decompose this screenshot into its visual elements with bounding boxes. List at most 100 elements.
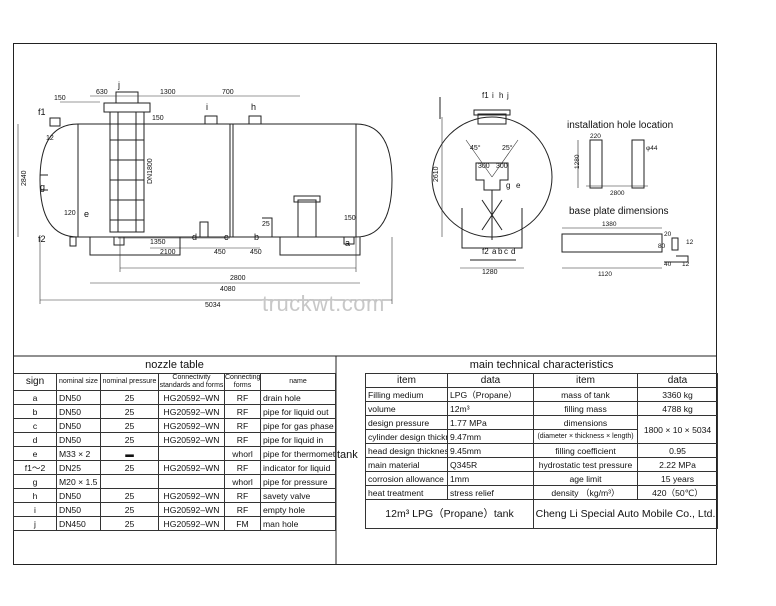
tank-side-label: tank <box>337 449 358 461</box>
dim-12: 12 <box>46 135 54 142</box>
dim-150-b: 150 <box>344 215 356 222</box>
small-25: 25 <box>262 221 270 228</box>
tech-cell: density （kg/m³） <box>533 485 638 500</box>
nozzle-header-sign: sign <box>13 373 57 391</box>
tech-cell: filling mass <box>533 401 638 416</box>
side-dim-2610: 2610 <box>433 166 440 182</box>
nozzle-cell: HG20592–WN <box>158 516 225 531</box>
nozzle-table-title: nozzle table <box>13 357 336 374</box>
nozzle-cell: HG20592–WN <box>158 460 225 475</box>
label-c: c <box>224 232 229 242</box>
dim-700: 700 <box>222 89 234 96</box>
nozzle-cell: HG20592–WN <box>158 404 225 419</box>
nozzle-cell: pipe for liquid in <box>259 432 337 447</box>
tech-cell: volume <box>365 401 448 416</box>
nozzle-cell: RF <box>224 460 261 475</box>
nozzle-cell: indicator for liquid <box>259 460 337 475</box>
nozzle-cell: whorl <box>224 446 261 461</box>
nozzle-cell: DN50 <box>56 432 101 447</box>
nozzle-cell <box>158 446 225 461</box>
label-f1: f1 <box>38 107 46 117</box>
inst-dim-phi44: φ44 <box>646 145 658 152</box>
tech-cell: hydrostatic test pressure <box>533 457 638 472</box>
nozzle-cell: M20 × 1.5 <box>56 474 101 489</box>
tank-front-view <box>39 91 393 256</box>
nozzle-cell: man hole <box>259 516 337 531</box>
nozzle-cell: pipe for thermometer <box>259 446 337 461</box>
nozzle-cell: pipe for gas phase <box>259 418 337 433</box>
nozzle-cell: ▬ <box>100 446 159 461</box>
front-view-dimensions <box>17 95 393 304</box>
nozzle-cell: 25 <box>100 390 159 405</box>
base-dim-1120: 1120 <box>598 271 612 278</box>
side-dim-25: 25° <box>502 144 513 152</box>
tech-cell: Q345R <box>447 457 534 472</box>
tech-header-item-1: item <box>365 373 448 388</box>
nozzle-cell: HG20592–WN <box>158 488 225 503</box>
tech-cell: (diameter × thickness × length) <box>533 429 638 444</box>
side-view-labels: 2610 300 300 45° 25° 1280 <box>433 144 513 276</box>
dim-1350: 1350 <box>150 239 166 246</box>
nozzle-cell: HG20592–WN <box>158 418 225 433</box>
dim-2800: 2800 <box>230 275 246 282</box>
tech-cell: head design thickness <box>365 443 448 458</box>
nozzle-header-pressure: nominal pressure <box>100 373 159 391</box>
front-view-labels: 630 1300 700 150 2840 DN1800 1350 2100 4… <box>21 89 356 309</box>
nozzle-cell: 25 <box>100 516 159 531</box>
tech-cell: heat treatment <box>365 485 448 500</box>
tech-cell: 420（50℃） <box>636 485 719 500</box>
tech-cell: age limit <box>533 471 638 486</box>
nozzle-cell: RF <box>224 432 261 447</box>
nozzle-cell: g <box>13 474 57 489</box>
nozzle-header-size: nominal size <box>56 373 101 391</box>
nozzle-cell: HG20592–WN <box>158 502 225 517</box>
tech-cell: stress relief <box>447 485 534 500</box>
dim-5034: 5034 <box>205 302 221 309</box>
nozzle-cell: whorl <box>224 474 261 489</box>
label-h: h <box>251 102 256 112</box>
nozzle-cell: HG20592–WN <box>158 390 225 405</box>
tank-footer-title: 12m³ LPG（Propane）tank <box>365 499 534 529</box>
tech-header-item-2: item <box>533 373 638 388</box>
tech-cell: dimensions <box>533 415 638 430</box>
label-j: j <box>117 80 120 90</box>
front-view-nozzle-letters: j i h f1 g e f2 d c b a <box>38 80 350 248</box>
nozzle-cell: FM <box>224 516 261 531</box>
label-e: e <box>84 209 89 219</box>
side-label-i: i <box>492 91 494 100</box>
tank-shell <box>39 123 393 238</box>
side-label-h: h <box>499 91 503 100</box>
side-view-dimensions <box>441 117 524 269</box>
tech-cell: 4788 kg <box>636 401 719 416</box>
label-d: d <box>192 232 197 242</box>
tech-cell: 15 years <box>636 471 719 486</box>
base-dim-12-a: 12 <box>686 239 694 246</box>
side-dim-1280: 1280 <box>482 269 498 276</box>
label-f2: f2 <box>38 234 46 244</box>
side-label-j: j <box>506 91 509 100</box>
nozzle-cell: 25 <box>100 404 159 419</box>
nozzle-header-forms: Connecting forms <box>224 373 261 391</box>
nozzle-cell: M33 × 2 <box>56 446 101 461</box>
inst-dim-2800: 2800 <box>610 190 625 197</box>
tech-cell: LPG（Propane） <box>447 387 534 402</box>
nozzle-cell: empty hole <box>259 502 337 517</box>
watermark: truckwt.com <box>262 291 385 316</box>
nozzle-header-standards: Connectivity standards and forms <box>158 373 225 391</box>
dim-dn1800: DN1800 <box>147 158 154 184</box>
nozzle-cell: DN50 <box>56 418 101 433</box>
nozzle-table: nozzle table sign nominal size nominal p… <box>13 357 337 531</box>
base-dim-12-b: 12 <box>682 261 690 268</box>
dim-2100: 2100 <box>160 249 176 256</box>
